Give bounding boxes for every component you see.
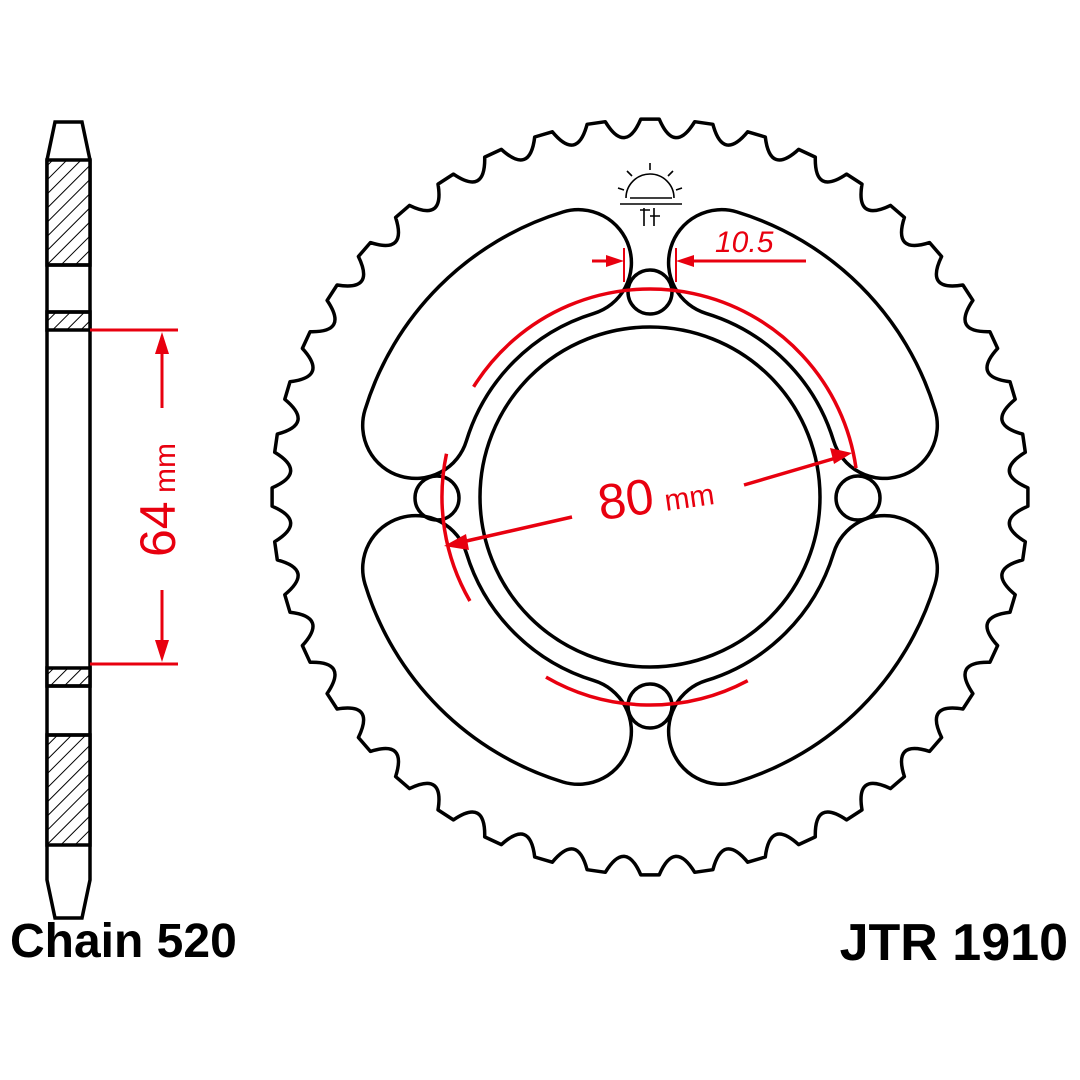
- bolt-hole-dimension-label: 10.5: [715, 226, 774, 259]
- bolt-hole-dimension: [592, 248, 806, 282]
- jt-sprockets-logo: [617, 163, 683, 226]
- chain-label: Chain 520: [10, 915, 237, 968]
- offset-value: 64: [130, 501, 186, 557]
- pcd-arc-lower: [545, 675, 749, 707]
- pcd-arrow-left: [444, 534, 469, 550]
- pcd-unit: mm: [662, 478, 716, 518]
- side-view-outline: [45, 120, 92, 920]
- pcd-dimension: [440, 287, 858, 707]
- offset-arrow-down: [155, 640, 169, 662]
- cutout-upper-right: [666, 207, 940, 481]
- pcd-arc-left: [440, 453, 472, 602]
- side-view-profile: [45, 120, 92, 920]
- cutout-upper-left: [360, 207, 634, 481]
- pcd-arc-upper: [472, 287, 858, 469]
- pcd-dimension-line-right: [743, 456, 837, 487]
- hatched-section-bottom: [45, 733, 92, 847]
- bolt-hole-arrow-left: [606, 255, 624, 267]
- pcd-arrow-right: [830, 448, 852, 464]
- bolt-hole-arrow-right: [676, 255, 694, 267]
- offset-arrow-up: [155, 332, 169, 354]
- bolt-hole-right: [834, 474, 882, 522]
- hatched-section-lower-hub: [45, 666, 92, 688]
- pcd-value: 80: [594, 468, 657, 531]
- cutout-lower-right: [666, 513, 940, 787]
- offset-dimension-label: 64 mm: [130, 443, 186, 557]
- part-number-label: JTR 1910: [840, 914, 1068, 972]
- cutout-lower-left: [360, 513, 634, 787]
- bolt-hole-top: [626, 268, 674, 316]
- hatched-section-top: [45, 158, 92, 267]
- sprocket-front-view: [270, 117, 1030, 877]
- pcd-dimension-line-left: [461, 515, 573, 544]
- bolt-hole-bottom: [626, 682, 674, 730]
- center-bore: [478, 325, 822, 669]
- pcd-dimension-label: 80 mm: [594, 459, 717, 531]
- bolt-hole-left: [413, 474, 461, 522]
- hatched-section-upper-hub: [45, 310, 92, 332]
- sprocket-teeth-outline: [270, 117, 1030, 877]
- offset-dimension: [90, 328, 178, 666]
- offset-unit: mm: [149, 443, 182, 493]
